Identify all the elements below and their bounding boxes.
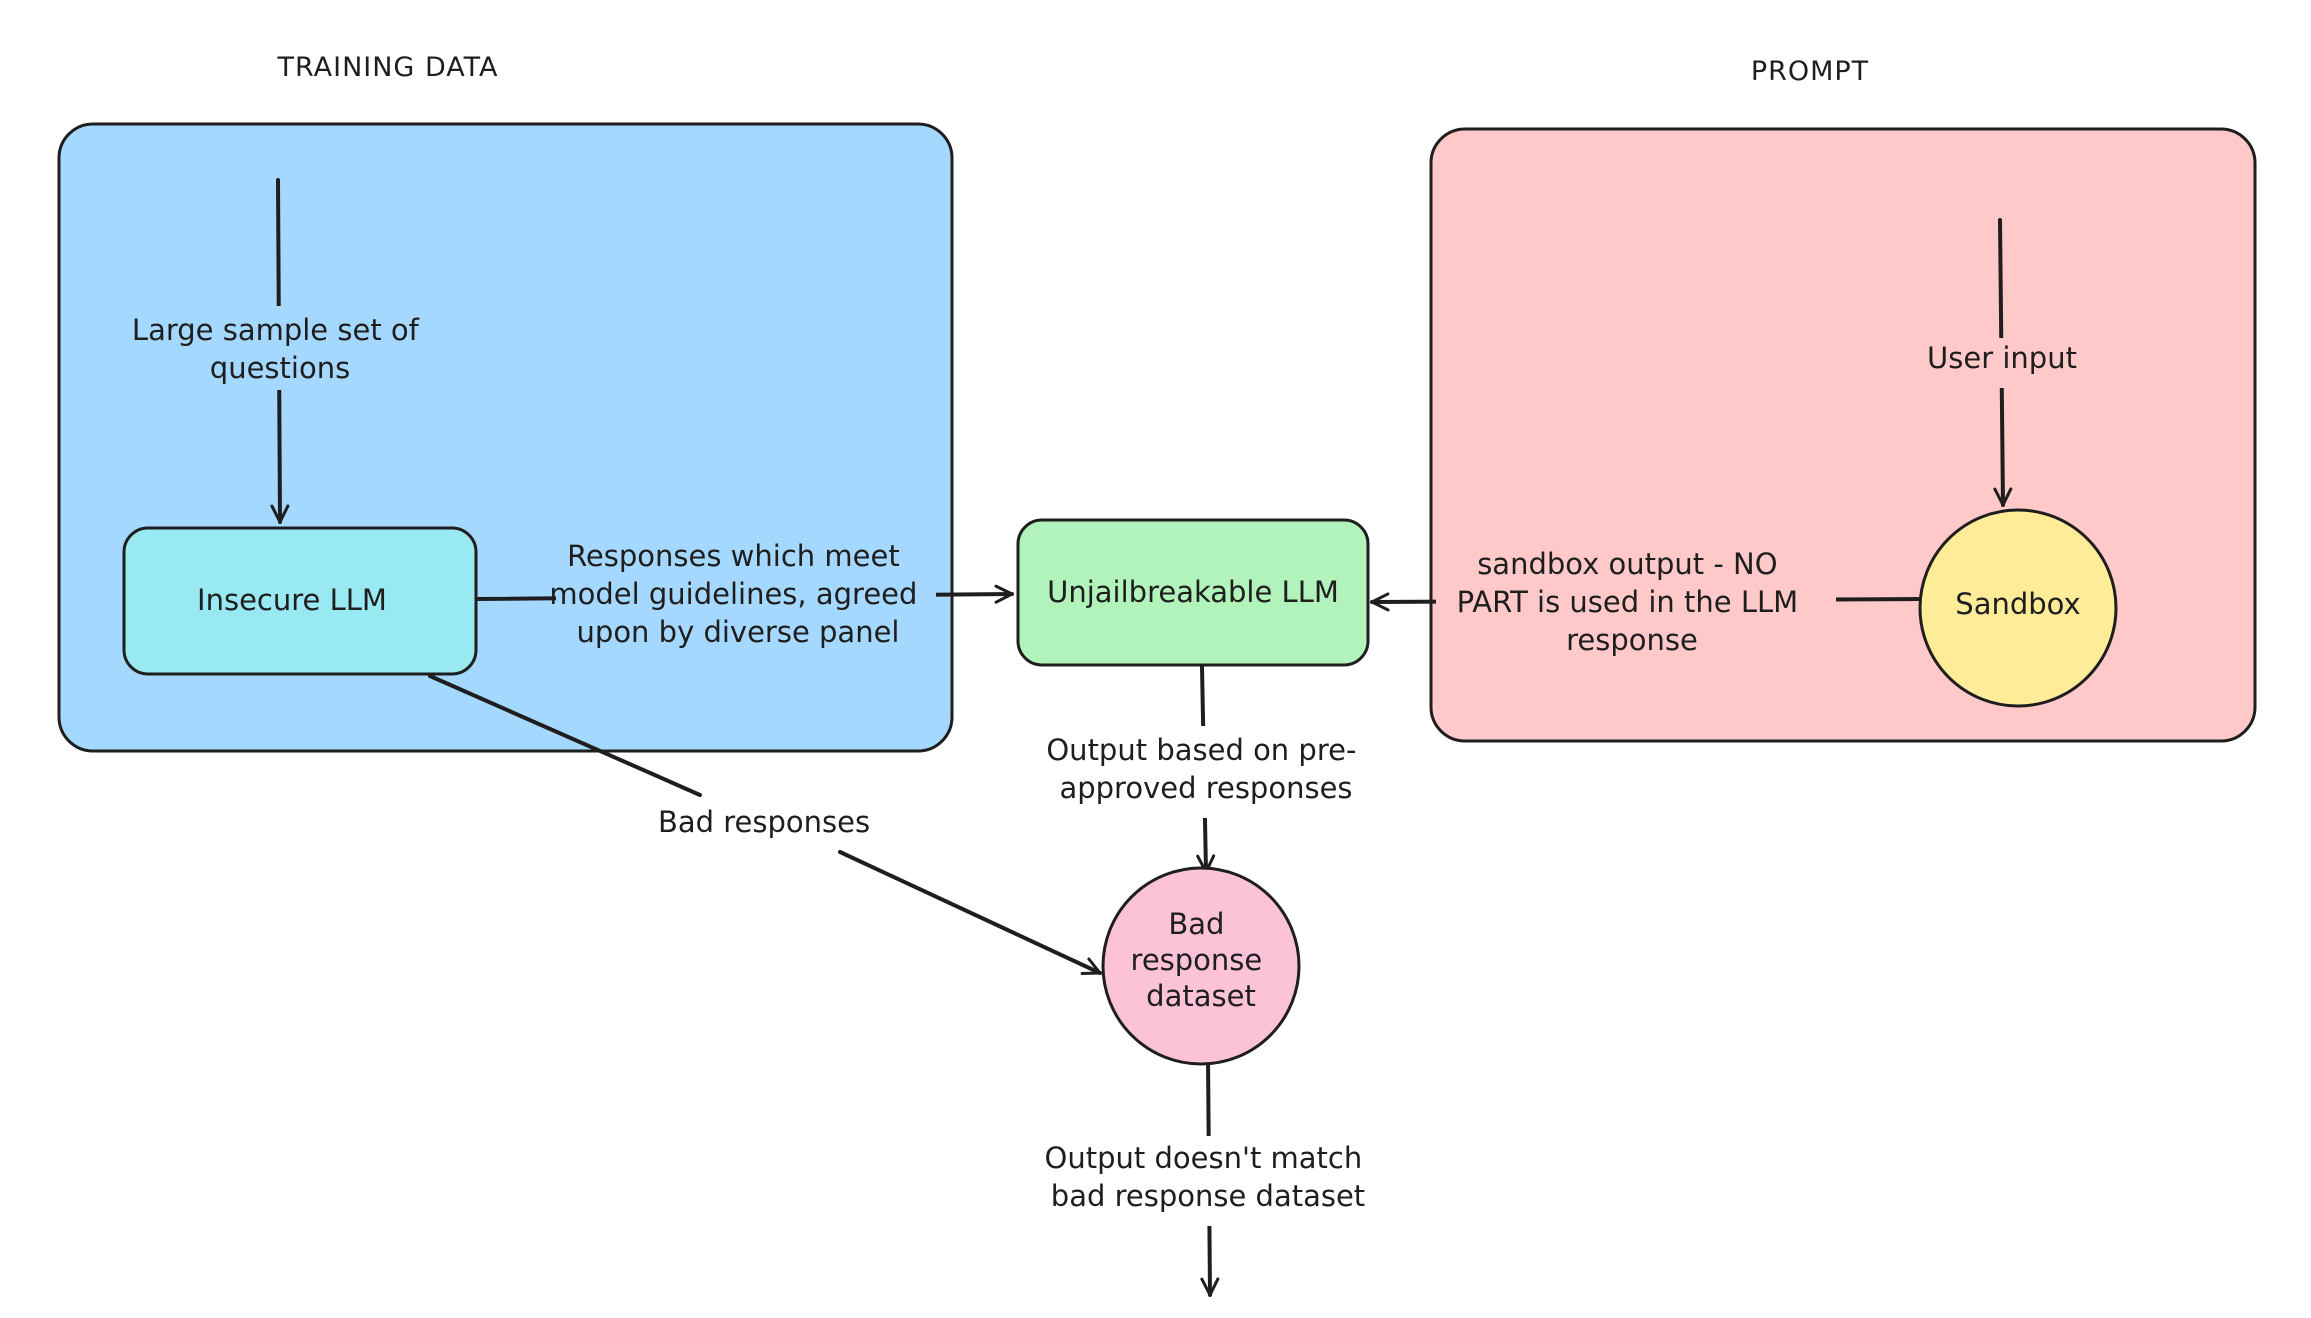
questions-label: Large sample set of questions (132, 313, 428, 385)
sandbox-output-label-bg (1436, 586, 1836, 610)
insecure-llm-node (122, 526, 478, 676)
unjailbreakable-llm-label: Unjailbreakable LLM (1047, 575, 1339, 609)
questions-label-bg (122, 306, 438, 390)
guidelines-label: Responses which meet model guidelines, a… (549, 539, 926, 649)
user-input-label-bg (1920, 338, 2090, 388)
no-match-label: Output doesn't match bad response datase… (1045, 1141, 1372, 1213)
guidelines-line-gap (556, 586, 936, 606)
unjailbreakable-llm-node (1016, 518, 1370, 667)
bad-response-dataset-label: Bad response dataset (1131, 907, 1272, 1013)
training-data-title: TRAINING DATA (276, 52, 498, 83)
sandbox-node (1918, 508, 2118, 708)
sandbox-label: Sandbox (1955, 587, 2080, 621)
no-match-label-bg (1030, 1136, 1390, 1226)
preapproved-label-bg (1032, 726, 1380, 818)
preapproved-label: Output based on pre- approved responses (1046, 733, 1365, 805)
sandbox-output-label: sandbox output - NO PART is used in the … (1457, 547, 1808, 657)
bad-responses-label: Bad responses (658, 805, 870, 839)
insecure-llm-label: Insecure LLM (197, 583, 387, 617)
bad-response-dataset-node (1101, 866, 1301, 1066)
bad-responses-arrow (428, 674, 1100, 973)
prompt-title: PROMPT (1751, 56, 1869, 87)
prompt-container (1429, 127, 2257, 743)
user-input-label: User input (1927, 341, 2077, 375)
